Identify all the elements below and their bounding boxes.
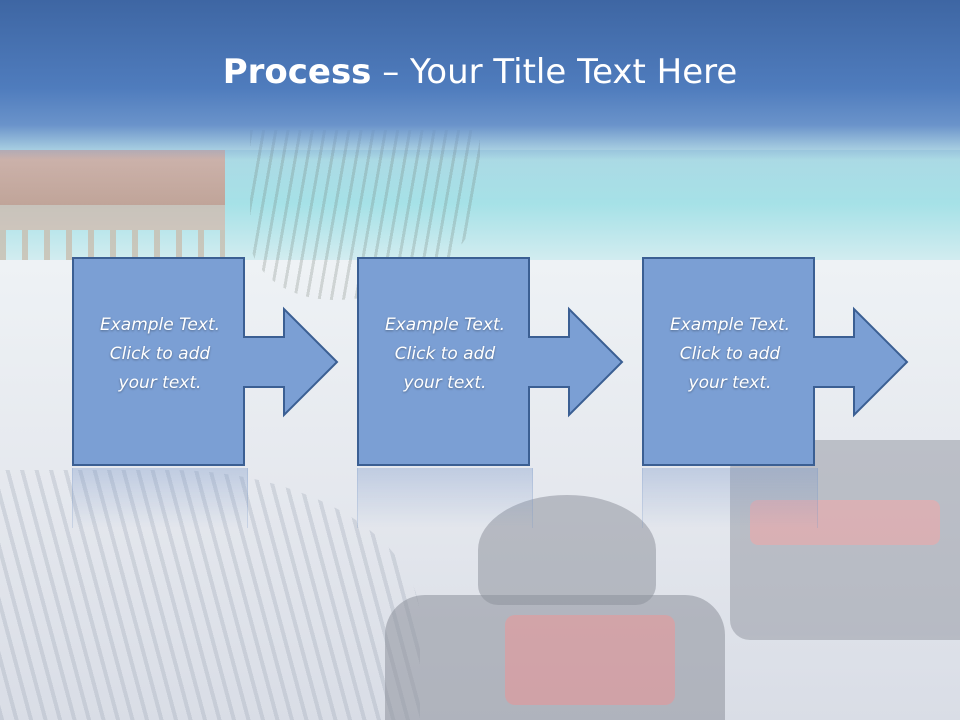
arrow-right-icon xyxy=(72,257,339,466)
step-shape-1 xyxy=(72,257,339,466)
step-reflection-3 xyxy=(642,468,818,528)
step-reflection-2 xyxy=(357,468,533,528)
step-text-3[interactable]: Example Text. Click to add your text. xyxy=(669,315,791,393)
process-step-2[interactable]: Example Text. Click to add your text. xyxy=(357,257,643,467)
arrow-right-icon xyxy=(357,257,624,466)
water-bungalow xyxy=(0,150,230,260)
step-text-2[interactable]: Example Text. Click to add your text. xyxy=(384,315,506,393)
process-step-1[interactable]: Example Text. Click to add your text. xyxy=(72,257,358,467)
process-step-3[interactable]: Example Text. Click to add your text. xyxy=(642,257,928,467)
title-bold: Process xyxy=(222,52,372,92)
step-shape-2 xyxy=(357,257,624,466)
arrow-right-icon xyxy=(642,257,909,466)
wicker-chair-right xyxy=(730,440,960,640)
slide-title[interactable]: Process – Your Title Text Here xyxy=(0,52,960,92)
step-reflection-1 xyxy=(72,468,248,528)
step-shape-3 xyxy=(642,257,909,466)
title-bar xyxy=(0,0,960,160)
step-text-1[interactable]: Example Text. Click to add your text. xyxy=(99,315,221,393)
wicker-table xyxy=(478,495,656,605)
wicker-chair-front xyxy=(385,595,725,720)
title-rest: – Your Title Text Here xyxy=(371,52,738,92)
